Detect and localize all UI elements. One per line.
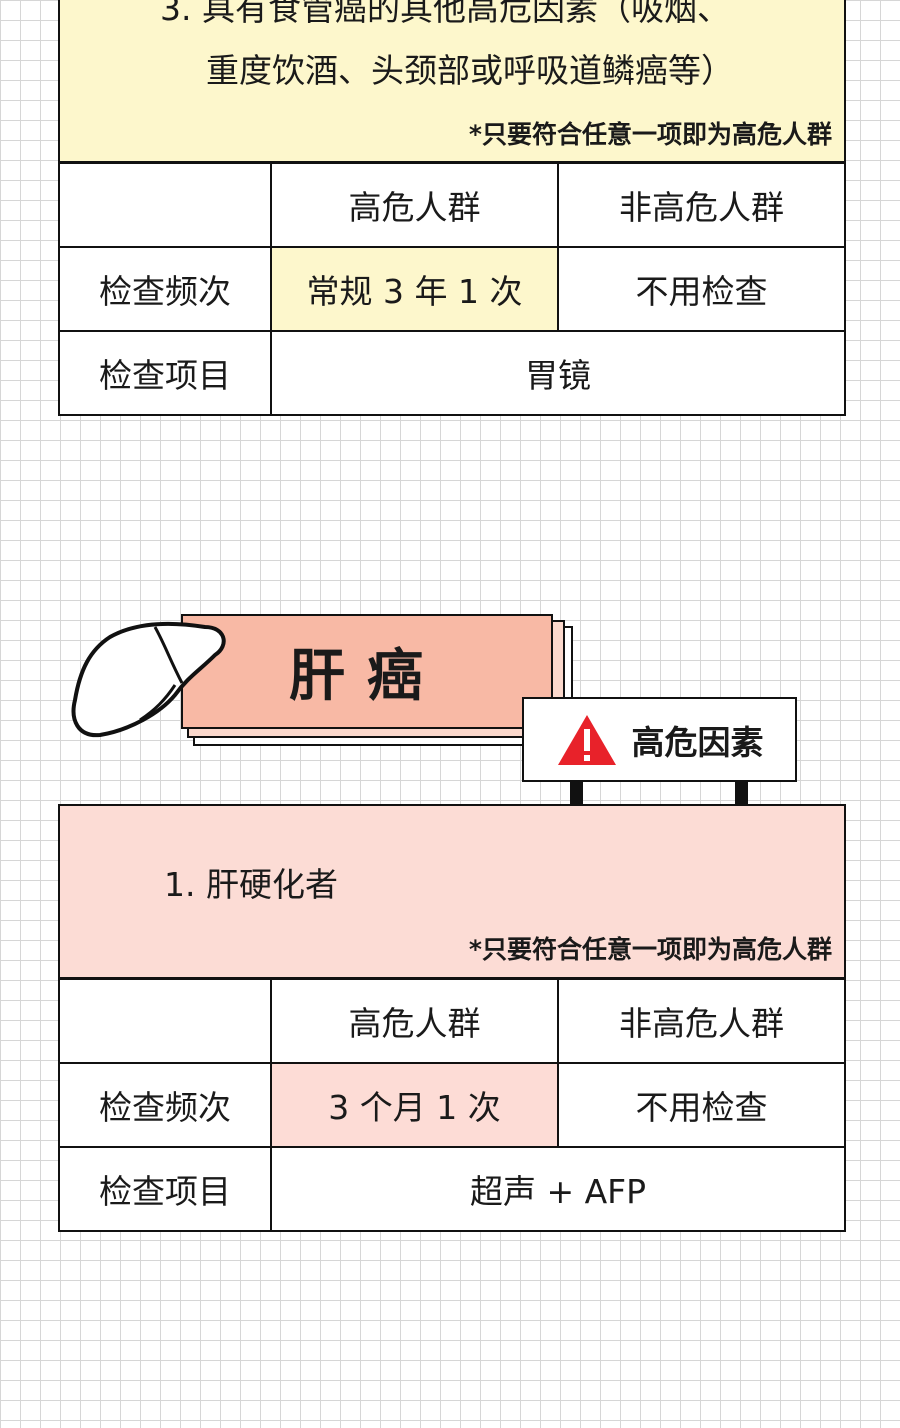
exam-item: 超声 + AFP [270,1146,846,1232]
row-label: 检查频次 [58,246,272,332]
section-title: 肝癌 [181,614,553,729]
table-row: 检查频次 常规 3 年 1 次 不用检查 [58,246,846,332]
risk-item: 3. 具有食管癌的其他高危因素（吸烟、 [160,0,730,28]
high-risk-note: *只要符合任意一项即为高危人群 [468,935,832,964]
sign-post [735,781,748,806]
high-risk-frequency: 常规 3 年 1 次 [270,246,559,332]
liver-icon [71,621,226,738]
risk-factor-box-1: 3. 具有食管癌的其他高危因素（吸烟、 重度饮酒、头颈部或呼吸道鳞癌等） *只要… [58,0,846,163]
row-label: 检查频次 [58,1062,272,1148]
row-label: 检查项目 [58,330,272,416]
screening-table-2: 高危人群 非高危人群 检查频次 3 个月 1 次 不用检查 检查项目 超声 + … [58,978,846,1232]
risk-factor-box-2: 1. 肝硬化者 *只要符合任意一项即为高危人群 [58,804,846,979]
risk-item: 1. 肝硬化者 [164,865,338,904]
table-row: 检查项目 超声 + AFP [58,1146,846,1232]
non-high-risk-frequency: 不用检查 [557,1062,846,1148]
high-risk-note: *只要符合任意一项即为高危人群 [468,120,832,149]
table-header-row: 高危人群 非高危人群 [58,162,846,248]
header-non-high-risk: 非高危人群 [557,978,846,1064]
header-empty [58,162,272,248]
header-high-risk: 高危人群 [270,978,559,1064]
risk-item: 重度饮酒、头颈部或呼吸道鳞癌等） [206,51,734,90]
table-row: 检查项目 胃镜 [58,330,846,416]
exam-item: 胃镜 [270,330,846,416]
sign-label: 高危因素 [631,722,764,762]
high-risk-factor-sign: 高危因素 [522,697,797,782]
table-header-row: 高危人群 非高危人群 [58,978,846,1064]
sign-post [570,781,583,806]
warning-icon [557,714,616,765]
non-high-risk-frequency: 不用检查 [557,246,846,332]
row-label: 检查项目 [58,1146,272,1232]
high-risk-frequency: 3 个月 1 次 [270,1062,559,1148]
header-non-high-risk: 非高危人群 [557,162,846,248]
header-high-risk: 高危人群 [270,162,559,248]
header-empty [58,978,272,1064]
screening-table-1: 高危人群 非高危人群 检查频次 常规 3 年 1 次 不用检查 检查项目 胃镜 [58,162,846,416]
table-row: 检查频次 3 个月 1 次 不用检查 [58,1062,846,1148]
